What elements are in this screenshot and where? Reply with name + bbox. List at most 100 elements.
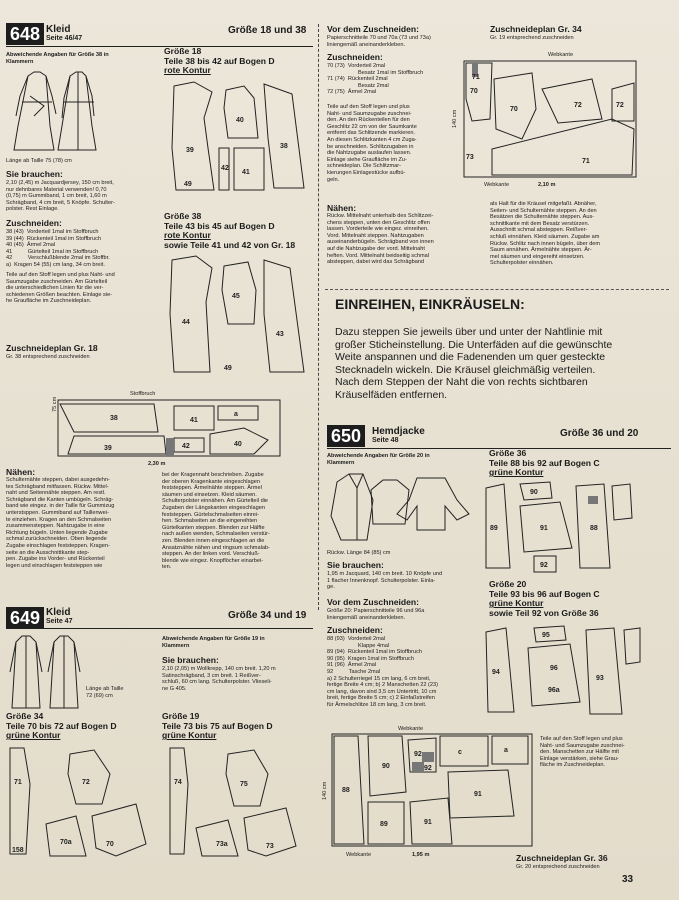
selvage-fold-label-648: Stoffbruch <box>130 391 156 397</box>
svg-text:72: 72 <box>574 102 582 109</box>
cutting-heading-648: Zuschneiden: <box>6 218 62 228</box>
svg-text:44: 44 <box>182 319 190 326</box>
svg-text:91: 91 <box>474 791 482 798</box>
layout-width-650: 1,95 m <box>412 852 430 858</box>
svg-text:92: 92 <box>424 765 432 772</box>
materials-list-649: 2,10 (2,05) m Wollkrepp, 140 cm breit. 1… <box>162 666 276 692</box>
gathering-heading: EINREIHEN, EINKRÄUSELN: <box>335 296 525 312</box>
svg-text:71: 71 <box>14 779 22 786</box>
sewing-heading-649: Nähen: <box>327 203 357 213</box>
svg-text:95: 95 <box>542 632 550 639</box>
svg-text:158: 158 <box>12 847 24 854</box>
sewing-text-648: Schulternähte steppen, dabei ausgedehn-t… <box>6 477 115 569</box>
svg-text:38: 38 <box>110 415 118 422</box>
svg-text:40: 40 <box>234 441 242 448</box>
pattern-number-648: 648 <box>6 23 45 45</box>
svg-text:39: 39 <box>104 445 112 452</box>
svg-text:89: 89 <box>380 821 388 828</box>
materials-list-648: 2,10 (2,45) m Jacquardjersey, 150 cm bre… <box>6 180 115 213</box>
svg-text:42: 42 <box>221 165 229 172</box>
cutting-heading-649: Zuschneiden: <box>327 52 383 62</box>
pattern-pieces-size19: 74 75 73a 73 <box>169 747 297 857</box>
svg-text:a: a <box>504 747 508 754</box>
cutting-heading-650: Zuschneiden: <box>327 625 383 635</box>
pattern-number-650: 650 <box>327 425 366 447</box>
dress-sketch-649 <box>9 635 81 709</box>
svg-text:90: 90 <box>530 489 538 496</box>
pattern-title-648: Kleid <box>46 24 71 35</box>
svg-text:89: 89 <box>490 525 498 532</box>
svg-text:40: 40 <box>236 117 244 124</box>
svg-text:71: 71 <box>582 158 590 165</box>
svg-text:41: 41 <box>190 417 198 424</box>
svg-text:70: 70 <box>106 841 114 848</box>
layout-height-649: 140 cm <box>452 109 458 128</box>
page-reference-650: Seite 48 <box>372 437 399 444</box>
svg-text:93: 93 <box>596 675 604 682</box>
svg-text:41: 41 <box>242 169 250 176</box>
length-info-650: Rückw. Länge 84 (85) cm <box>327 550 391 556</box>
page-reference-648: Seite 46/47 <box>46 35 83 42</box>
materials-heading-648: Sie brauchen: <box>6 169 63 179</box>
divider <box>6 46 313 47</box>
sewing-text-649-cont: als Halt für die Kräusel mitgefaßt. Abnä… <box>490 201 601 267</box>
pattern-title-649: Kleid <box>46 607 71 618</box>
size-range-648: Größe 18 und 38 <box>228 25 307 36</box>
svg-text:73: 73 <box>266 843 274 850</box>
svg-text:90: 90 <box>382 763 390 770</box>
svg-text:73: 73 <box>466 154 474 161</box>
svg-text:70: 70 <box>470 88 478 95</box>
length-info-648: Länge ab Taille 75 (78) cm <box>6 158 72 164</box>
cutting-plan-sub-650: Gr. 20 entsprechend zuschneiden <box>516 864 600 870</box>
materials-heading-650: Sie brauchen: <box>327 560 384 570</box>
svg-text:88: 88 <box>342 787 350 794</box>
svg-text:49: 49 <box>224 365 232 372</box>
svg-text:38: 38 <box>280 143 288 150</box>
sewing-text-649: Rückw. Mittelnaht unterhalb des Schlitzz… <box>327 213 434 266</box>
pattern-number-649: 649 <box>6 607 45 629</box>
svg-text:73a: 73a <box>216 841 228 848</box>
jacket-sketch-650 <box>330 473 470 541</box>
svg-text:45: 45 <box>232 293 240 300</box>
size-range-650: Größe 36 und 20 <box>560 428 639 439</box>
svg-text:70: 70 <box>510 106 518 113</box>
divider <box>325 289 669 290</box>
layout-height-648: 75 cm <box>52 396 58 412</box>
svg-text:74: 74 <box>174 779 182 786</box>
before-cutting-heading-650: Vor dem Zuschneiden: <box>327 597 419 607</box>
page-number: 33 <box>622 874 634 885</box>
page-reference-649: Seite 47 <box>46 618 73 625</box>
layout-instructions-648: Teile auf den Stoff legen und plus Naht-… <box>6 272 115 305</box>
svg-text:91: 91 <box>540 525 548 532</box>
cutting-plan-heading-649: Zuschneideplan Gr. 34 <box>490 24 582 34</box>
svg-text:96: 96 <box>550 665 558 672</box>
selvage-bottom-650: Webkante <box>346 852 372 858</box>
selvage-top-649: Webkante <box>548 52 574 58</box>
layout-width-648: 2,30 m <box>148 461 166 467</box>
dress-sketch-648 <box>13 71 97 151</box>
svg-text:a: a <box>234 411 238 418</box>
svg-text:75: 75 <box>240 781 248 788</box>
